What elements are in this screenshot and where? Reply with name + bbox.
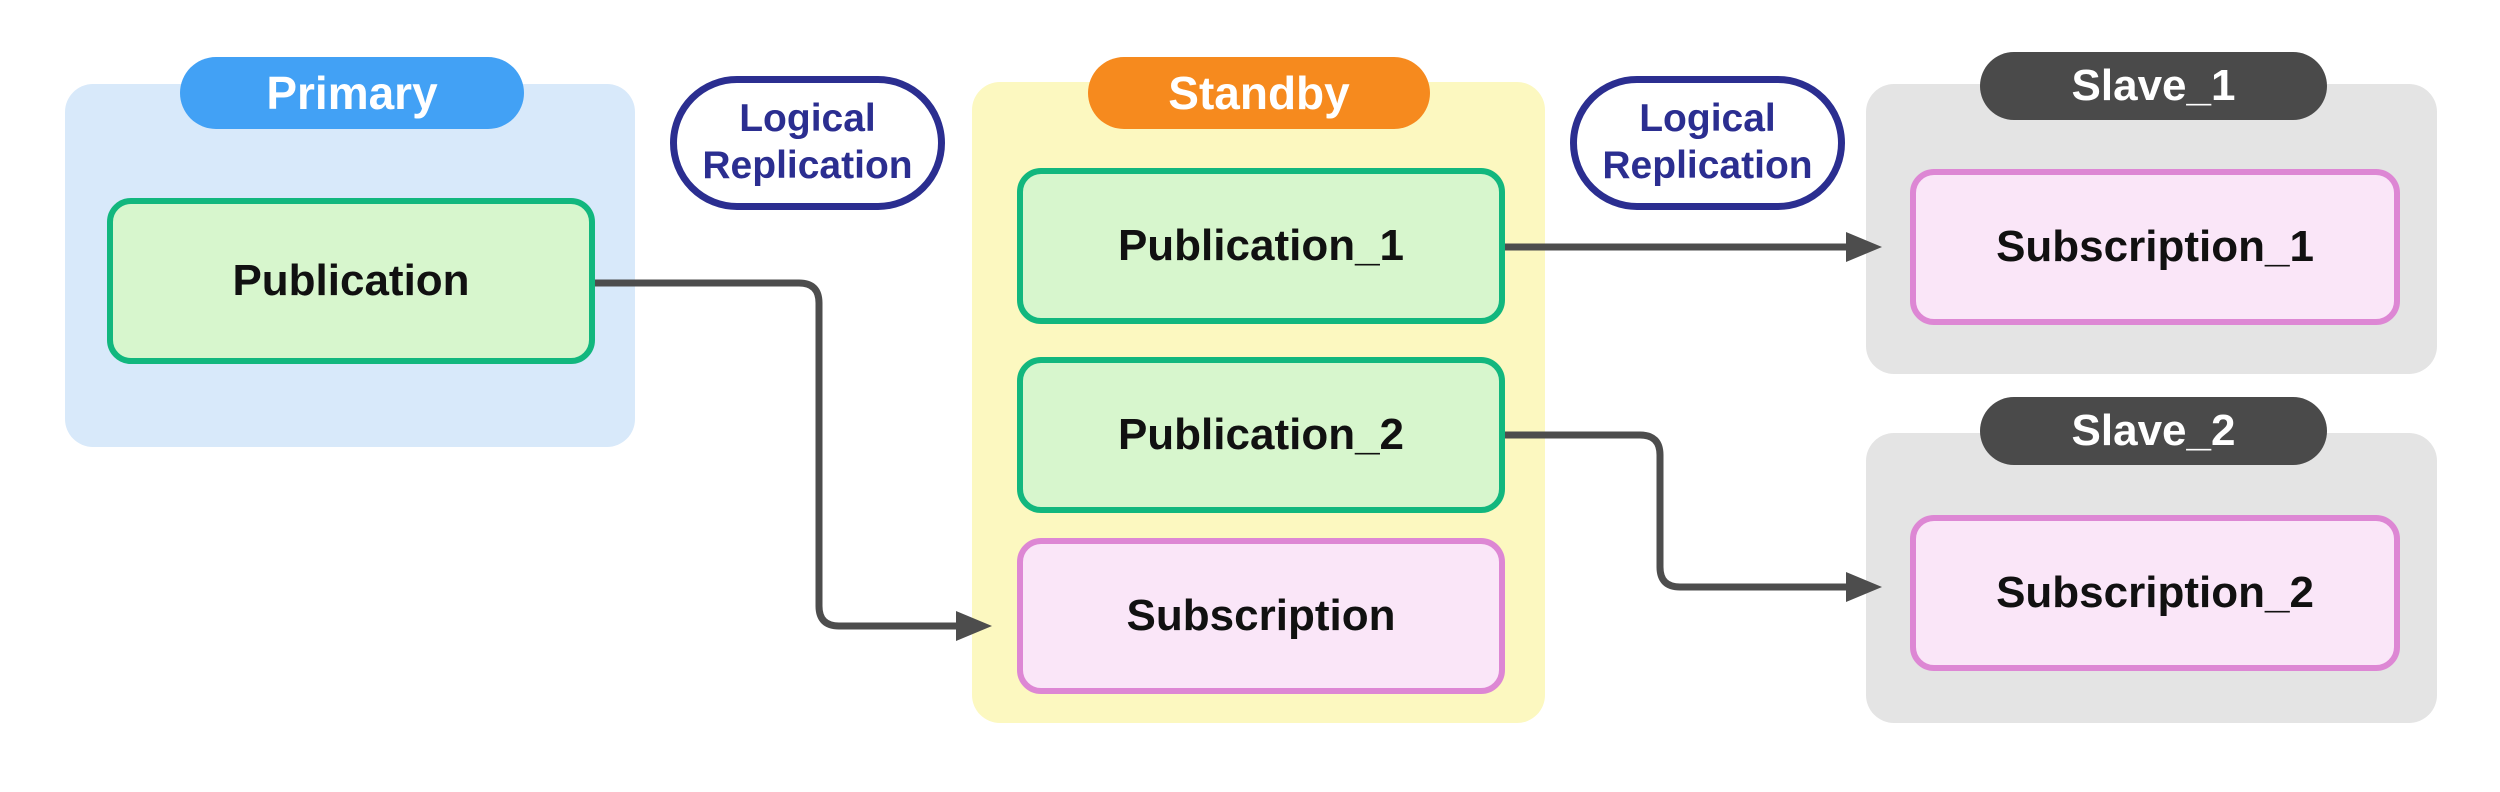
arrow-publication-to-subscription: [595, 279, 992, 641]
node-publication-2: Publication_2: [1017, 357, 1505, 513]
slave1-badge: Slave_1: [1980, 52, 2327, 120]
node-publication: Publication: [107, 198, 595, 364]
logical-replication-label-1: Logical Replication: [670, 76, 945, 210]
node-subscription: Subscription: [1017, 538, 1505, 694]
logical-replication-label-2: Logical Replication: [1570, 76, 1845, 210]
slave2-badge: Slave_2: [1980, 397, 2327, 465]
standby-badge: Standby: [1088, 57, 1430, 129]
node-subscription-2: Subscription_2: [1910, 515, 2400, 671]
primary-badge: Primary: [180, 57, 524, 129]
node-publication-1: Publication_1: [1017, 168, 1505, 324]
arrow-publication2-to-subscription2: [1505, 431, 1882, 602]
node-subscription-1: Subscription_1: [1910, 169, 2400, 325]
